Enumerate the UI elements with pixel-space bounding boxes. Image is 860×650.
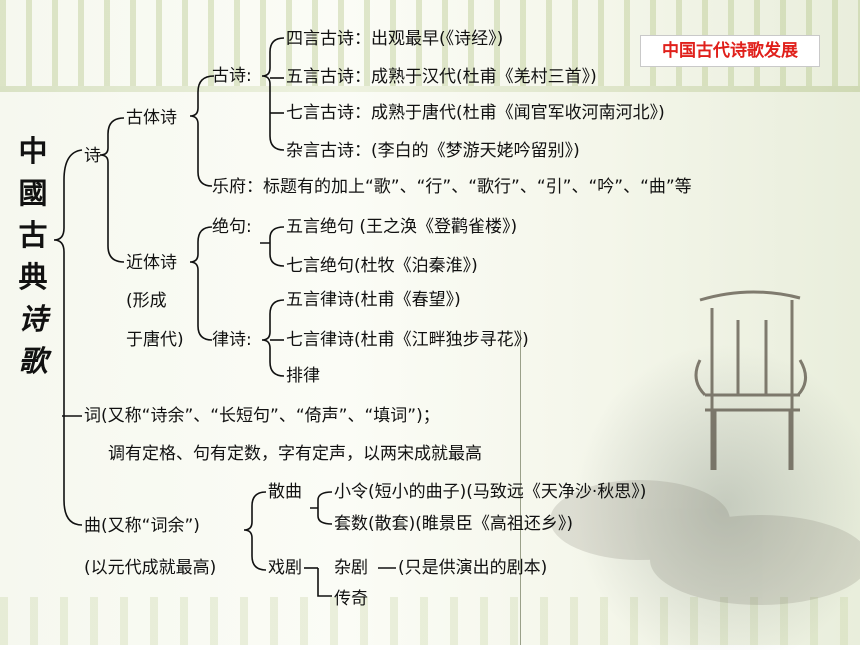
side-title-char: 诗 xyxy=(18,302,48,336)
node-qiyan: 七言古诗：成熟于唐代(杜甫《闻官军收河南河北》) xyxy=(286,103,665,123)
node-sanqu: 散曲 xyxy=(268,482,302,502)
ink-wash-decoration xyxy=(560,330,860,650)
node-shi: 诗 xyxy=(84,146,101,166)
node-ci: 词(又称“诗余”、“长短句”、“倚声”、“填词”)； xyxy=(84,406,440,426)
node-qu: 曲(又称“词余”) xyxy=(84,516,200,536)
node-pailv: 排律 xyxy=(286,366,320,386)
side-title-char: 典 xyxy=(18,260,48,294)
node-siyan: 四言古诗：出观最早(《诗经》) xyxy=(286,29,504,49)
node-qijue: 七言绝句(杜牧《泊秦淮》) xyxy=(286,256,478,276)
node-gutishi: 古体诗 xyxy=(126,108,177,128)
node-yutangdai: 于唐代) xyxy=(126,330,184,350)
decorative-vertical-line xyxy=(520,330,521,645)
side-title-char: 中 xyxy=(18,134,48,168)
node-chuanqi: 传奇 xyxy=(334,589,368,609)
node-qilv: 七言律诗(杜甫《江畔独步寻花》) xyxy=(286,330,529,350)
node-xiaoling: 小令(短小的曲子)(马致远《天净沙·秋思》) xyxy=(334,482,647,502)
header-label: 中国古代诗歌发展 xyxy=(640,35,820,67)
node-qu-note: (以元代成就最高) xyxy=(84,558,217,578)
side-title: 中 國 古 典 诗 歌 xyxy=(12,130,54,382)
divider-band xyxy=(0,86,860,92)
node-xiju: 戏剧 xyxy=(268,558,302,578)
node-wuyan: 五言古诗：成熟于汉代(杜甫《羌村三首》) xyxy=(286,67,597,87)
node-yuefu: 乐府：标题有的加上“歌”、“行”、“歌行”、“引”、“吟”、“曲”等 xyxy=(212,177,692,197)
node-jueju: 绝句: xyxy=(212,217,252,237)
node-zayan: 杂言古诗：(李白的《梦游天姥吟留别》) xyxy=(286,141,580,161)
bottom-stripes xyxy=(0,597,860,645)
side-title-char: 古 xyxy=(18,218,48,252)
node-taoshu: 套数(散套)(睢景臣《高祖还乡》) xyxy=(334,514,574,534)
node-zaju-note: (只是供演出的剧本) xyxy=(398,558,548,578)
node-xingcheng: (形成 xyxy=(126,291,167,311)
node-wujue: 五言绝句 (王之涣《登鹳雀楼》) xyxy=(286,217,518,237)
node-wulv: 五言律诗(杜甫《春望》) xyxy=(286,290,461,310)
side-title-char: 國 xyxy=(18,176,48,210)
node-gushi: 古诗: xyxy=(212,66,252,86)
node-lvshi: 律诗: xyxy=(212,330,252,350)
node-jintishi: 近体诗 xyxy=(126,253,177,273)
node-ci-desc: 调有定格、句有定数，字有定声，以两宋成就最高 xyxy=(108,444,482,464)
side-title-char: 歌 xyxy=(18,344,48,378)
node-zaju: 杂剧 xyxy=(334,558,368,578)
